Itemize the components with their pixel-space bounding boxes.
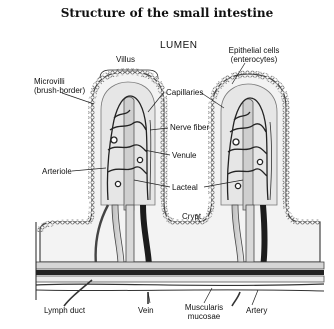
submucosa-vessels — [36, 262, 324, 291]
vein-label: Vein — [138, 306, 154, 315]
epithelial-cells-line-1: Epithelial cells — [214, 46, 294, 55]
epithelium-outline — [40, 72, 320, 262]
lacteal-label: Lacteal — [172, 183, 198, 192]
artery-label: Artery — [246, 306, 267, 315]
epithelial-cells-line-2: (enterocytes) — [214, 55, 294, 64]
vessels-right — [232, 205, 268, 268]
muscularis-mucosae-line-2: mucosae — [180, 312, 228, 321]
crypt-label: Crypt — [182, 212, 201, 221]
villus-label: Villus — [116, 55, 135, 64]
muscularis-mucosae-line-1: Muscularis — [180, 303, 228, 312]
capillaries-label: Capillaries — [166, 88, 203, 97]
microvilli-label: Microvilli (brush-border) — [34, 77, 85, 95]
muscularis-mucosae-label: Muscularis mucosae — [180, 303, 228, 321]
lumen-label: LUMEN — [160, 41, 198, 50]
lymph-duct-label: Lymph duct — [44, 306, 85, 315]
nerve-fiber-label: Nerve fiber — [170, 123, 209, 132]
arteriole-label: Arteriole — [42, 167, 72, 176]
venule-label: Venule — [172, 151, 196, 160]
microvilli-line-2: (brush-border) — [34, 86, 85, 95]
microvilli-line-1: Microvilli — [34, 77, 85, 86]
epithelial-cells-label: Epithelial cells (enterocytes) — [214, 46, 294, 64]
